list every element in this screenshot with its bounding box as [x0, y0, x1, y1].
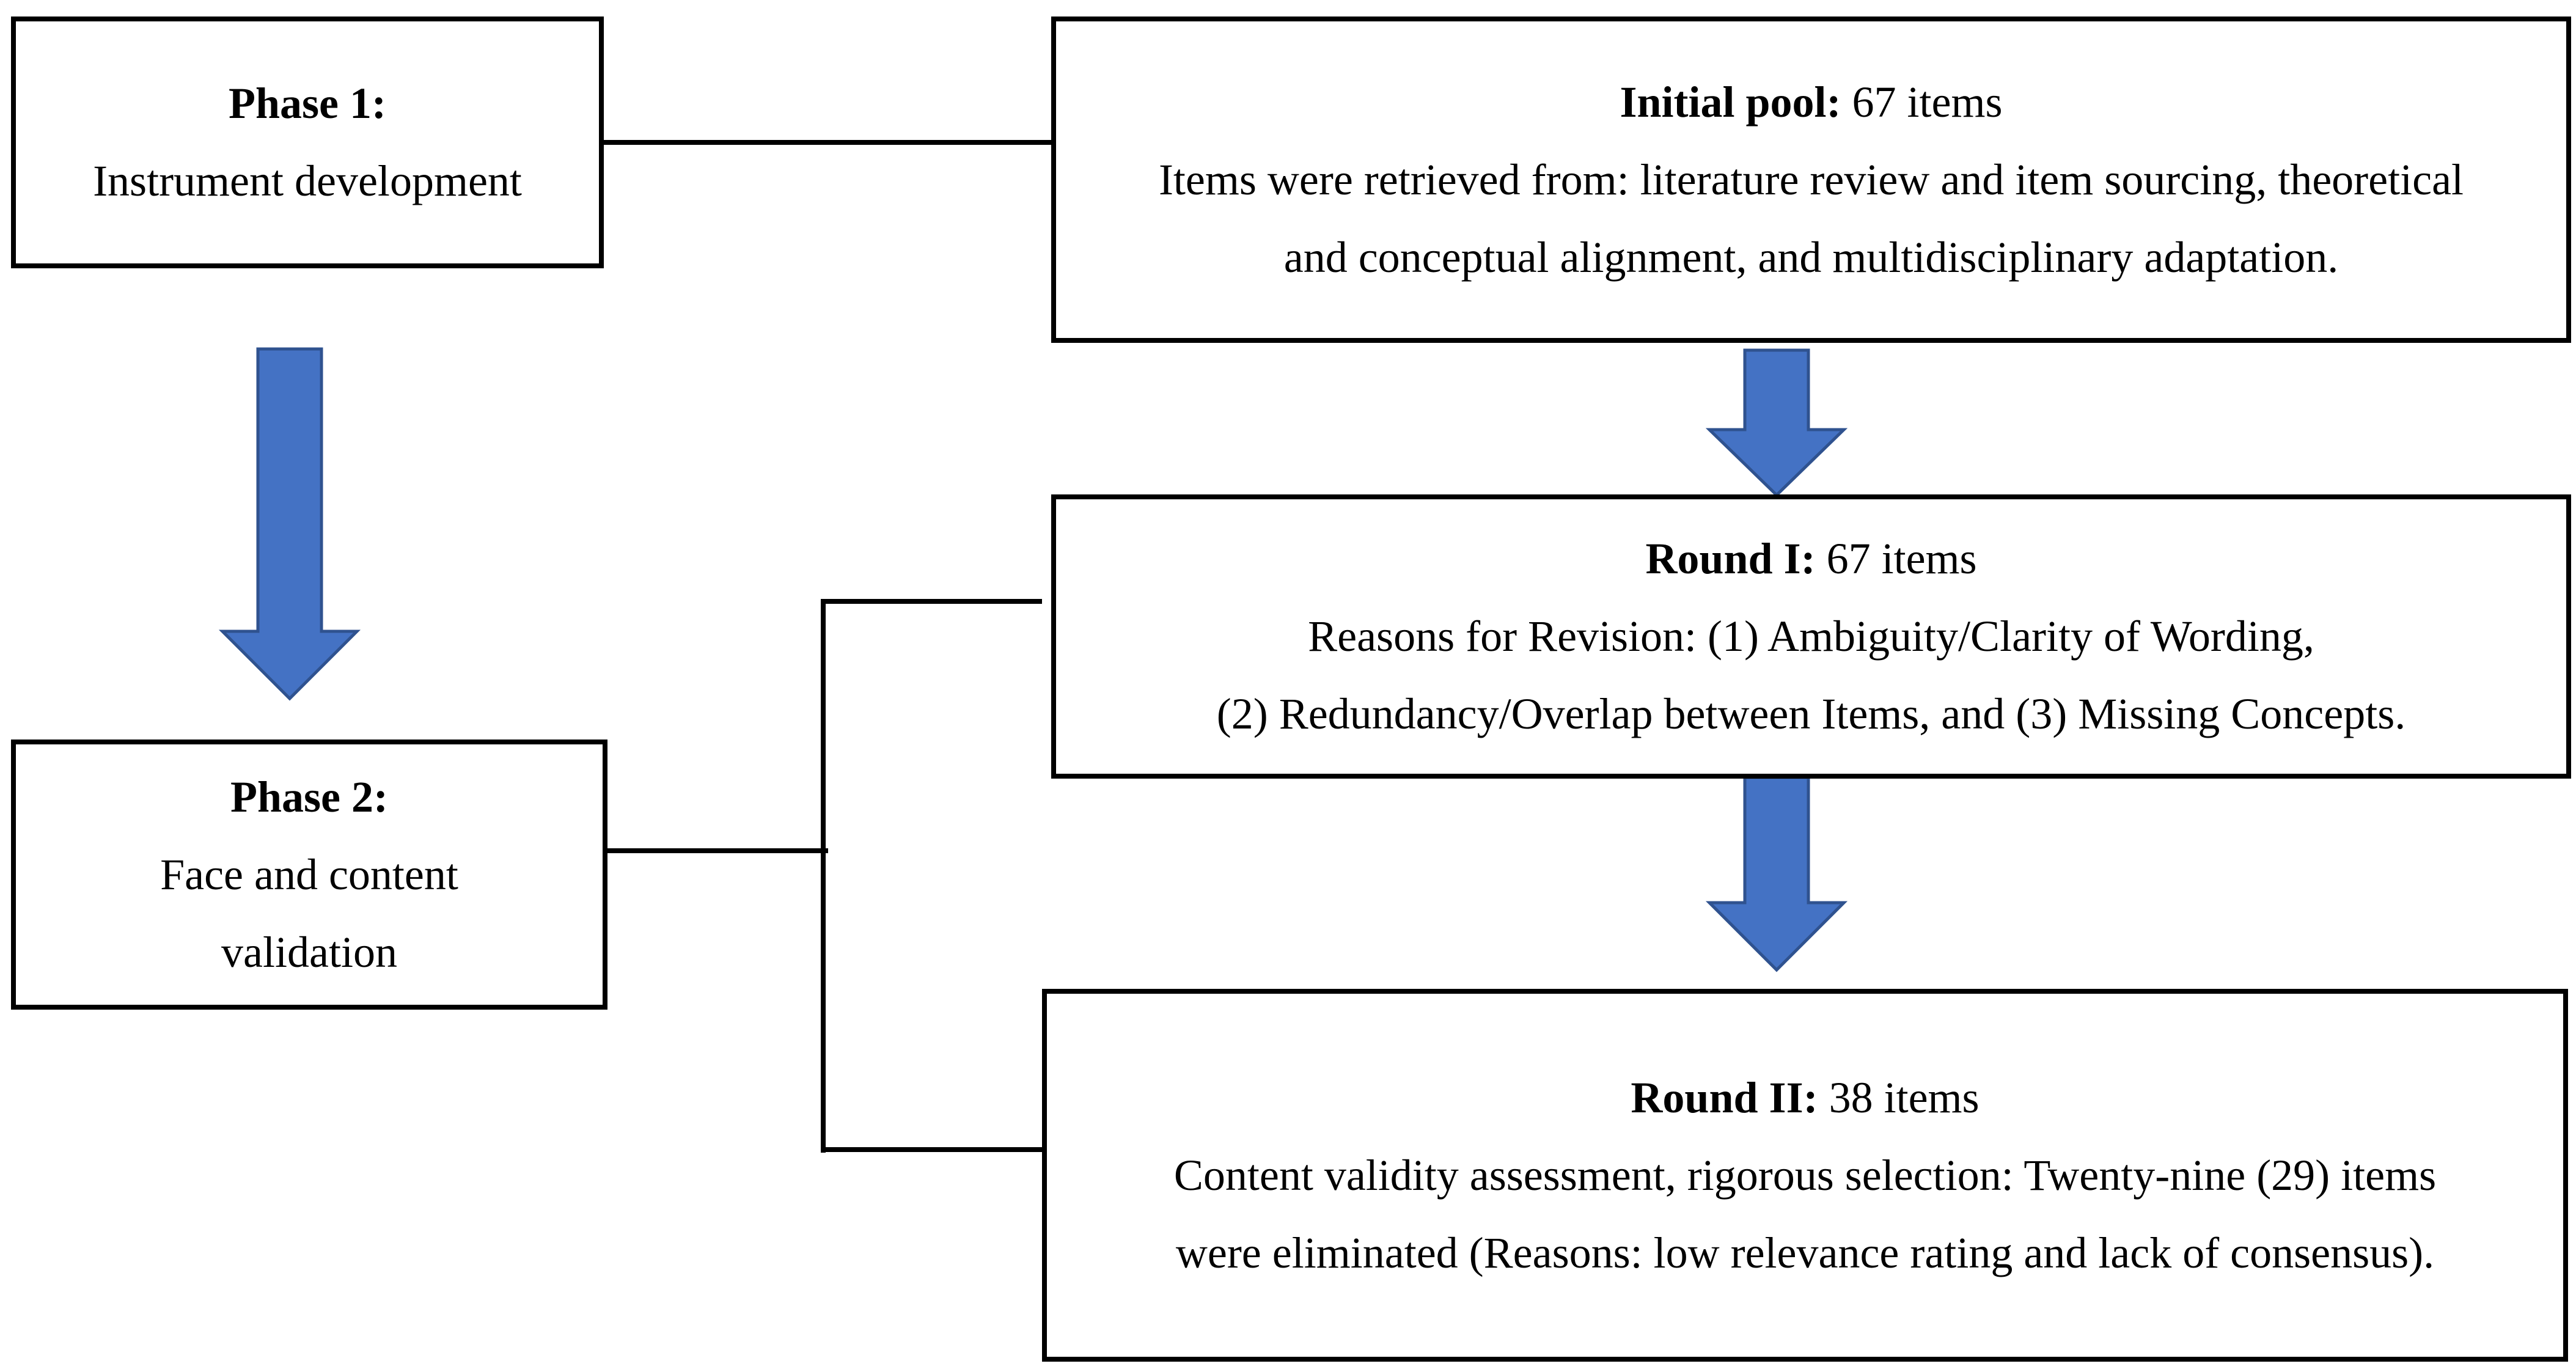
- connector-to-round1: [821, 599, 1042, 604]
- initial-pool-line2: and conceptual alignment, and multidisci…: [1283, 232, 2339, 282]
- initial-pool-count: 67 items: [1841, 77, 2003, 127]
- round2-count: 38 items: [1818, 1073, 1980, 1122]
- connector-phase1-initial-pool: [602, 140, 1054, 145]
- arrow-down-icon: [1705, 776, 1848, 972]
- round1-line1: Reasons for Revision: (1) Ambiguity/Clar…: [1308, 612, 2314, 661]
- round1-box: Round I: 67 items Reasons for Revision: …: [1051, 494, 2571, 779]
- initial-pool-box: Initial pool: 67 items Items were retrie…: [1051, 17, 2571, 343]
- connector-vertical-trunk: [821, 599, 826, 1153]
- round1-title: Round I: 67 items: [1645, 520, 1976, 598]
- phase2-line2: validation: [221, 927, 397, 977]
- connector-to-round2: [821, 1147, 1042, 1152]
- phase1-heading: Phase 1:: [229, 79, 386, 128]
- arrow-down-icon: [218, 347, 361, 701]
- round1-count: 67 items: [1815, 534, 1977, 583]
- phase2-line1: Face and content: [160, 850, 458, 899]
- round2-title: Round II: 38 items: [1631, 1059, 1979, 1137]
- round2-heading: Round II:: [1631, 1073, 1818, 1122]
- round2-line1: Content validity assessment, rigorous se…: [1173, 1150, 2437, 1200]
- round1-heading: Round I:: [1645, 534, 1816, 583]
- round1-line2: (2) Redundancy/Overlap between Items, an…: [1216, 689, 2406, 738]
- phase2-box: Phase 2: Face and content validation: [11, 740, 607, 1010]
- arrow-down-icon: [1705, 348, 1848, 497]
- initial-pool-heading: Initial pool:: [1620, 77, 1841, 127]
- connector-phase2-horizontal: [605, 848, 828, 853]
- initial-pool-line1: Items were retrieved from: literature re…: [1158, 155, 2464, 204]
- phase1-text: Instrument development: [93, 156, 522, 205]
- initial-pool-title: Initial pool: 67 items: [1620, 64, 2002, 141]
- round2-line2: were eliminated (Reasons: low relevance …: [1175, 1228, 2435, 1277]
- round2-box: Round II: 38 items Content validity asse…: [1042, 989, 2568, 1362]
- phase1-box: Phase 1: Instrument development: [11, 17, 604, 268]
- phase2-heading: Phase 2:: [230, 772, 388, 821]
